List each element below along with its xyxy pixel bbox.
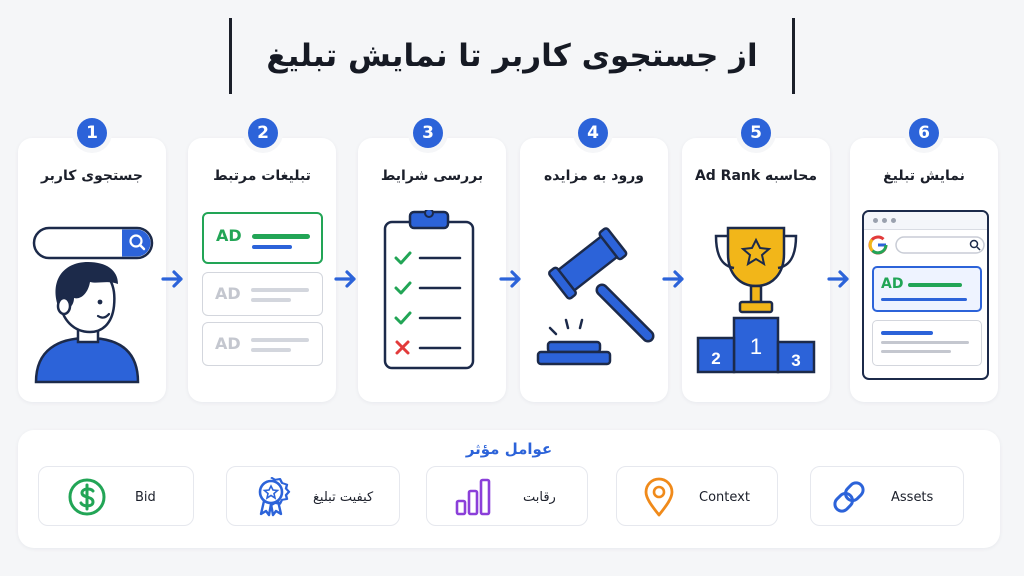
user-search-illustration bbox=[32, 226, 154, 384]
search-bar-icon bbox=[32, 226, 154, 260]
factor-context: Context bbox=[616, 466, 778, 526]
arrow-right-icon bbox=[827, 270, 849, 288]
ad-label: AD bbox=[881, 276, 904, 292]
organic-result bbox=[872, 320, 982, 366]
related-ads-illustration: AD AD AD bbox=[188, 210, 336, 390]
factor-label-ad-quality: کیفیت تبلیغ bbox=[313, 489, 374, 505]
trophy-podium-icon: 1 2 3 bbox=[696, 226, 816, 374]
ad-label: AD bbox=[215, 284, 241, 303]
search-icon bbox=[969, 239, 981, 251]
factor-label-competition: رقابت bbox=[523, 489, 556, 505]
google-logo-icon bbox=[868, 235, 888, 255]
dollar-icon bbox=[68, 478, 106, 516]
podium-third-text: 3 bbox=[791, 351, 800, 370]
ad-card-inactive: AD bbox=[202, 322, 323, 366]
ad-label: AD bbox=[215, 334, 241, 353]
arrow-right-icon bbox=[334, 270, 356, 288]
arrow-right-icon bbox=[662, 270, 684, 288]
user-avatar-icon bbox=[34, 262, 140, 384]
factor-label-bid: Bid bbox=[135, 489, 156, 505]
clipboard-checklist-icon bbox=[383, 210, 475, 370]
step-number-3: 3 bbox=[413, 118, 443, 148]
podium-first-text: 1 bbox=[750, 334, 762, 359]
page-title: از جستجوی کاربر تا نمایش تبلیغ bbox=[266, 38, 758, 74]
step-card-ad-display: نمایش تبلیغ bbox=[850, 138, 998, 402]
ad-card-active: AD bbox=[202, 212, 323, 264]
gavel-icon bbox=[536, 227, 655, 366]
step-number-6: 6 bbox=[909, 118, 939, 148]
step-card-check-conditions: بررسی شرایط bbox=[358, 138, 506, 402]
step-label-4: ورود به مزایده bbox=[544, 168, 644, 184]
factor-label-assets: Assets bbox=[891, 489, 934, 505]
browser-ad-illustration: AD bbox=[850, 210, 998, 390]
title-area: از جستجوی کاربر تا نمایش تبلیغ bbox=[0, 18, 1024, 94]
factors-panel: عوامل مؤثر Bid کیفیت تبلیغ رقابت bbox=[18, 430, 1000, 548]
step-label-1: جستجوی کاربر bbox=[40, 168, 144, 184]
step-card-auction: ورود به مزایده bbox=[520, 138, 668, 402]
factors-title: عوامل مؤثر bbox=[465, 440, 553, 458]
displayed-ad: AD bbox=[872, 266, 982, 312]
step-label-6: نمایش تبلیغ bbox=[883, 168, 965, 184]
step-number-5: 5 bbox=[741, 118, 771, 148]
step-number-4: 4 bbox=[578, 118, 608, 148]
bar-chart-icon bbox=[455, 478, 491, 516]
arrow-right-icon bbox=[499, 270, 521, 288]
browser-window: AD bbox=[862, 210, 989, 380]
step-card-user-search: جستجوی کاربر bbox=[18, 138, 166, 402]
factor-assets: Assets bbox=[810, 466, 964, 526]
step-label-2: تبلیغات مرتبط bbox=[213, 168, 311, 184]
title-frame: از جستجوی کاربر تا نمایش تبلیغ bbox=[229, 18, 795, 94]
step-number-2: 2 bbox=[248, 118, 278, 148]
arrow-right-icon bbox=[161, 270, 183, 288]
step-label-5: محاسبه Ad Rank bbox=[694, 168, 818, 184]
ad-card-inactive: AD bbox=[202, 272, 323, 316]
factor-label-context: Context bbox=[699, 489, 750, 505]
location-pin-icon bbox=[644, 477, 674, 517]
step-card-ad-rank: محاسبه Ad Rank 1 2 3 bbox=[682, 138, 830, 402]
podium-second-text: 2 bbox=[711, 349, 720, 368]
step-label-3: بررسی شرایط bbox=[380, 168, 484, 184]
factor-competition: رقابت bbox=[426, 466, 588, 526]
step-card-related-ads: تبلیغات مرتبط AD AD AD bbox=[188, 138, 336, 402]
ad-label: AD bbox=[216, 226, 242, 245]
factor-ad-quality: کیفیت تبلیغ bbox=[226, 466, 400, 526]
step-number-1: 1 bbox=[77, 118, 107, 148]
badge-icon bbox=[258, 477, 291, 517]
link-icon bbox=[833, 481, 865, 513]
factor-bid: Bid bbox=[38, 466, 194, 526]
google-search-bar bbox=[868, 235, 985, 255]
